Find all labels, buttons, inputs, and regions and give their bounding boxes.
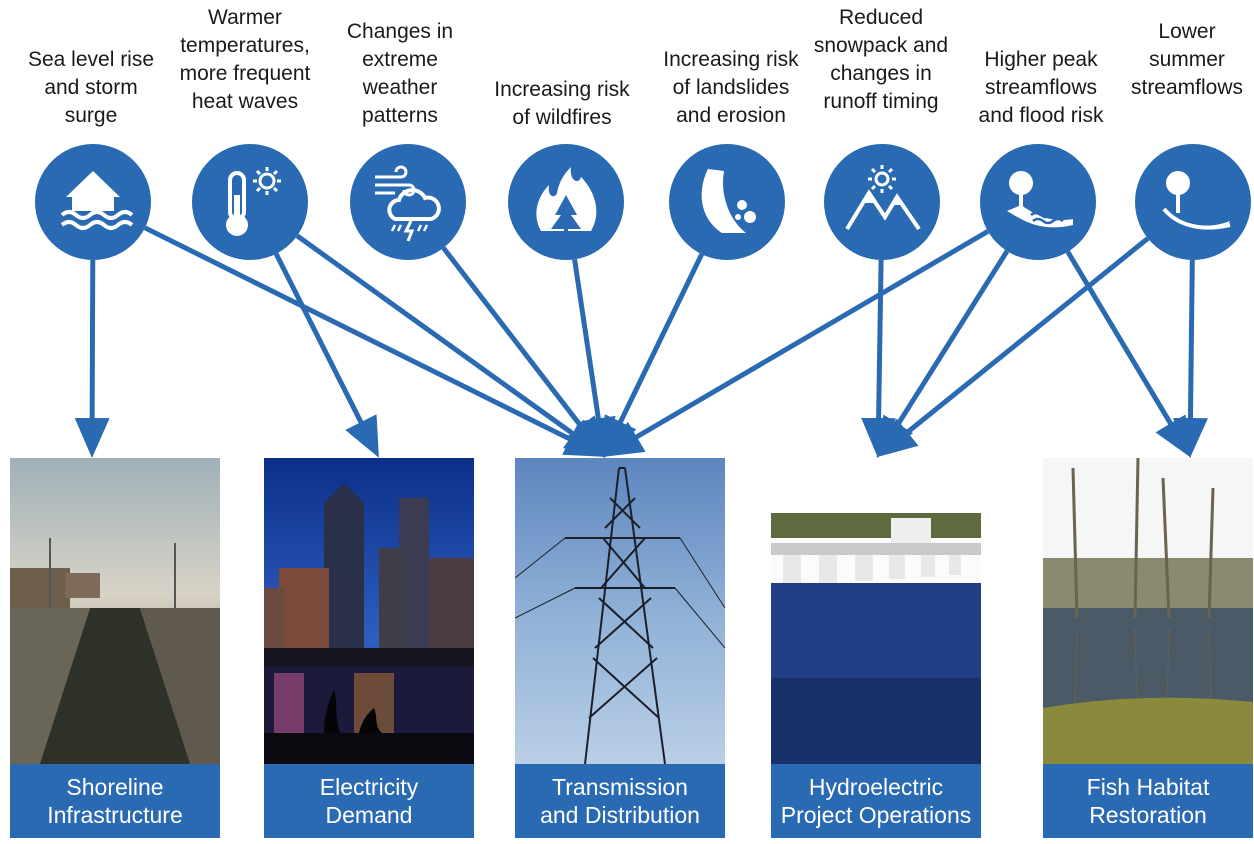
tree-low-stream-icon [1135, 144, 1251, 260]
impact-label-landslides: Increasing risk of landslides and erosio… [663, 48, 799, 127]
impact-label-sea-level: Sea level rise and storm surge [27, 48, 155, 127]
arrow-extreme-weather-to-transmission [441, 246, 606, 458]
arrow-sea-level-to-transmission [143, 225, 606, 457]
caption-electricity: Electricity Demand [264, 764, 474, 838]
asset-transmission: Transmission and Distribution [515, 458, 725, 838]
canal-locks-photo [10, 458, 220, 764]
arrow-temperatures-to-transmission [295, 233, 606, 458]
caption-hydroelectric: Hydroelectric Project Operations [771, 764, 981, 838]
impact-label-summer-streamflows: Lower summer streamflows [1130, 20, 1244, 99]
arrow-landslides-to-transmission [603, 253, 704, 458]
arrow-wildfires-to-transmission [572, 258, 616, 458]
asset-hydroelectric: Hydroelectric Project Operations [771, 458, 981, 838]
wildfire-icon [508, 144, 624, 260]
arrow-summer-streamflows-to-fish-habitat [1172, 259, 1208, 458]
impact-label-peak-streamflows: Higher peak streamflows and flood risk [978, 48, 1104, 127]
dam-river-photo [771, 458, 981, 764]
caption-transmission: Transmission and Distribution [515, 764, 725, 838]
arrow-peak-streamflows-to-hydroelectric [876, 249, 1010, 458]
transmission-tower-photo [515, 458, 725, 764]
impact-label-extreme-weather: Changes in extreme weather patterns [346, 20, 454, 127]
impact-label-wildfires: Increasing risk of wildfires [494, 78, 630, 129]
caption-fish-habitat: Fish Habitat Restoration [1043, 764, 1253, 838]
wind-storm-cloud-icon [350, 144, 466, 260]
mountain-sun-icon [824, 144, 940, 260]
tree-river-flood-icon [980, 144, 1096, 260]
arrow-sea-level-to-shoreline [74, 259, 110, 458]
asset-electricity: Electricity Demand [264, 458, 474, 838]
landslide-icon [669, 144, 785, 260]
thermometer-sun-icon [192, 144, 308, 260]
arrow-temperatures-to-electricity [273, 252, 379, 458]
city-skyline-night-photo [264, 458, 474, 764]
arrow-peak-streamflows-to-fish-habitat [1065, 250, 1192, 458]
arrow-peak-streamflows-to-transmission [602, 229, 990, 458]
house-flood-icon [35, 144, 151, 260]
wetland-trees-photo [1043, 458, 1253, 764]
impact-label-temperatures: Warmer temperatures, more frequent heat … [179, 6, 311, 113]
impact-label-snowpack: Reduced snowpack and changes in runoff t… [813, 6, 949, 113]
caption-shoreline: Shoreline Infrastructure [10, 764, 220, 838]
asset-fish-habitat: Fish Habitat Restoration [1043, 458, 1253, 838]
arrow-summer-streamflows-to-hydroelectric [876, 236, 1150, 458]
asset-shoreline: Shoreline Infrastructure [10, 458, 220, 838]
arrow-snowpack-to-hydroelectric [861, 259, 897, 458]
